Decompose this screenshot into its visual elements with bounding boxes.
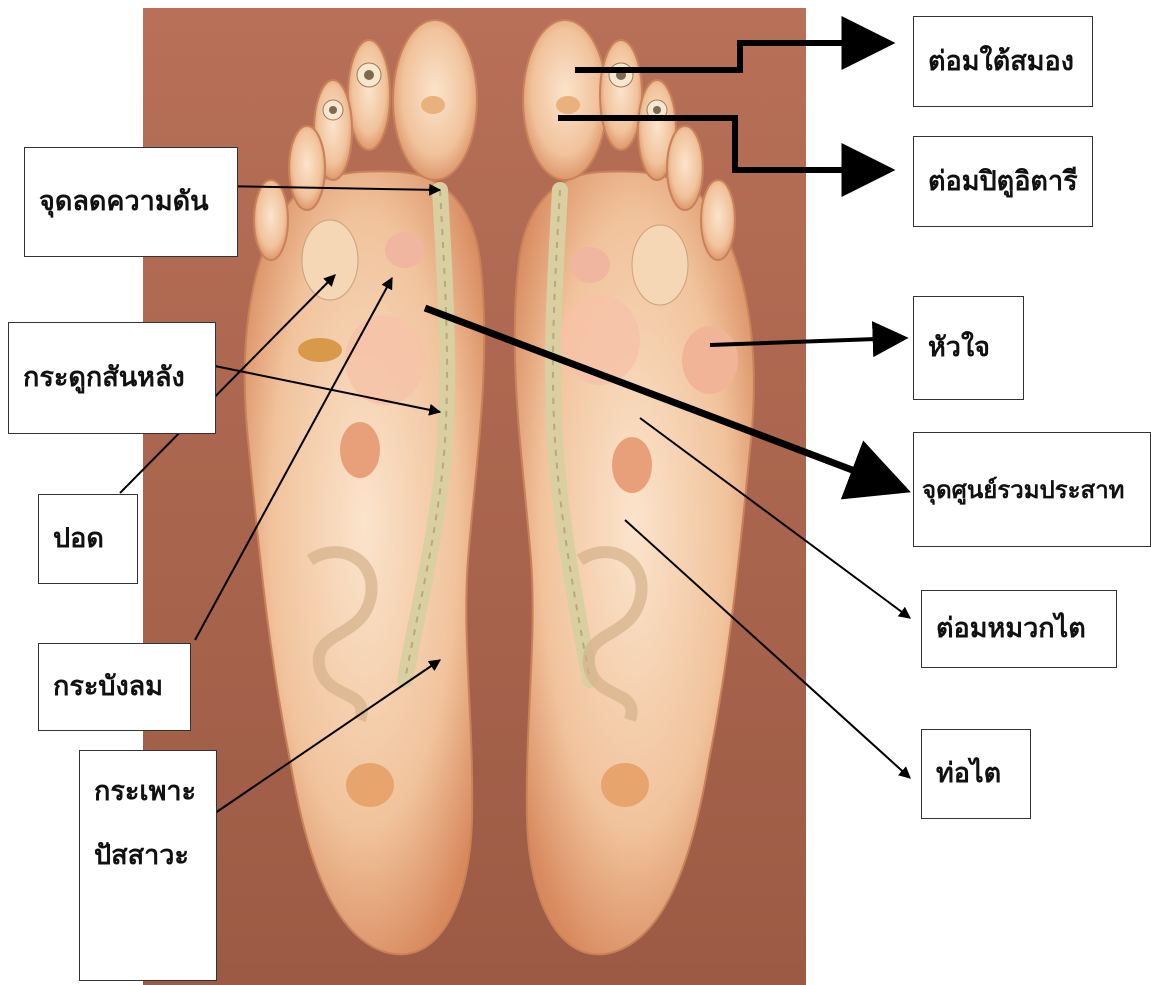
label-heart: หัวใจ [913, 296, 1024, 400]
label-adrenal-text: ต่อมหมวกไต [936, 612, 1086, 646]
label-bladder: กระเพาะ ปัสสาวะ [79, 750, 217, 981]
label-lung: ปอด [38, 494, 138, 584]
label-ureter-text: ท่อไต [936, 757, 1001, 791]
label-diaphragm: กระบังลม [38, 643, 191, 731]
label-ureter: ท่อไต [921, 729, 1031, 819]
label-bladder-line1: กระเพาะ [94, 775, 196, 809]
label-pituitary-text: ต่อมใต้สมอง [928, 45, 1074, 79]
label-spine: กระดูกสันหลัง [8, 322, 216, 434]
label-pineal: ต่อมปิตูอิตารี [913, 136, 1093, 227]
label-diaphragm-text: กระบังลม [53, 670, 163, 704]
label-adrenal: ต่อมหมวกไต [921, 590, 1117, 668]
label-nerve-center-text: จุดศูนย์รวมประสาท [922, 475, 1125, 505]
label-pituitary: ต่อมใต้สมอง [913, 16, 1093, 107]
label-heart-text: หัวใจ [928, 331, 990, 365]
label-bladder-line2: ปัสสาวะ [94, 839, 189, 873]
label-blood-pressure-point: จุดลดความดัน [24, 147, 238, 257]
label-blood-pressure-point-text: จุดลดความดัน [39, 185, 209, 219]
label-pineal-text: ต่อมปิตูอิตารี [928, 165, 1078, 199]
label-nerve-center: จุดศูนย์รวมประสาท [913, 432, 1151, 547]
label-lung-text: ปอด [53, 522, 104, 556]
label-spine-text: กระดูกสันหลัง [23, 361, 185, 395]
